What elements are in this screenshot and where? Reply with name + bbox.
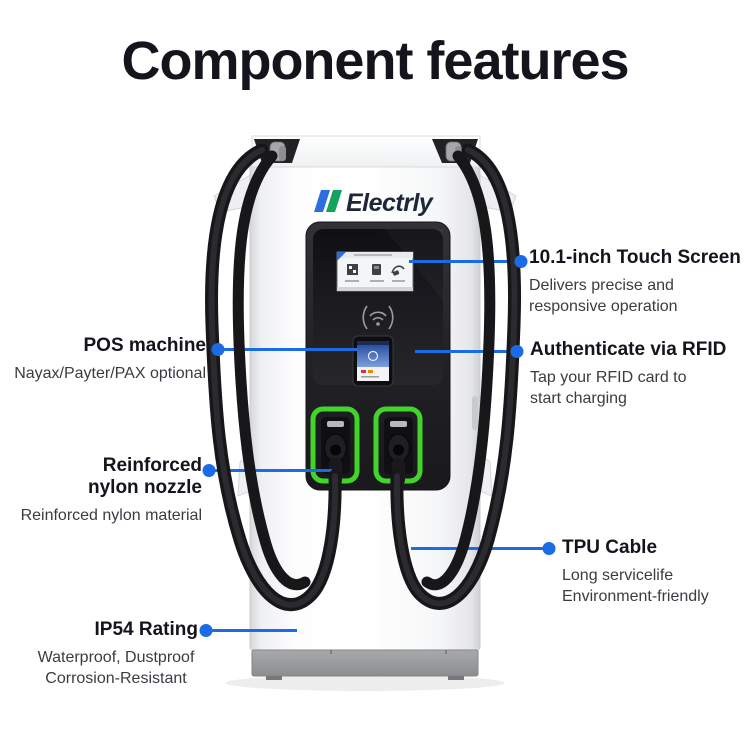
touch-screen[interactable] (336, 251, 414, 292)
screen-bottom-bar (337, 287, 413, 291)
desc-line: Reinforced nylon material (20, 507, 202, 524)
pos-machine[interactable] (352, 335, 394, 387)
charging-cables[interactable] (205, 143, 522, 612)
desc-line: Environment-friendly (562, 588, 709, 605)
screen-title-text (354, 254, 392, 256)
brand-logo: Electrly (314, 189, 434, 217)
desc-line: Long servicelife (562, 567, 674, 584)
callout-touch-screen-desc: Delivers precise and responsive operatio… (529, 275, 749, 317)
callout-pos-machine: POS machine Nayax/Payter/PAX optional (8, 335, 206, 384)
pedestal-base (251, 649, 479, 677)
holstered-gun-left-grip (279, 146, 286, 161)
rfid-tap-icon[interactable] (391, 265, 405, 274)
desc-line: Tap your RFID card to (530, 369, 687, 386)
callout-tpu-cable-desc: Long servicelife Environment-friendly (562, 565, 748, 607)
socket-latch-right (390, 421, 407, 427)
desc-line: responsive operation (529, 298, 678, 315)
callout-nozzle-title: Reinforced nylon nozzle (8, 455, 202, 499)
nozzle-bore-left (330, 444, 341, 456)
callout-touch-screen: 10.1-inch Touch Screen Delivers precise … (529, 247, 749, 317)
charging-cable-left-inner[interactable] (232, 150, 311, 591)
rfid-tap-card (392, 270, 400, 276)
screen-logo-corner (337, 252, 346, 261)
title-line: nylon nozzle (88, 477, 202, 498)
callout-touch-screen-title: 10.1-inch Touch Screen (529, 247, 741, 268)
dot-nozzle (202, 464, 216, 477)
callout-rfid: Authenticate via RFID Tap your RFID card… (530, 339, 748, 409)
pos-graphic-globe (367, 350, 379, 362)
base-foot-left (266, 676, 282, 680)
base-foot-right (448, 676, 464, 680)
card-reader-icon[interactable] (372, 264, 381, 275)
contactless-wave-icon[interactable] (362, 305, 394, 330)
title-line: Reinforced (102, 455, 202, 476)
callout-rfid-title: Authenticate via RFID (530, 339, 727, 360)
contactless-arc-inner (372, 316, 384, 321)
charging-cable-right-inner[interactable] (421, 150, 496, 591)
desc-line: Corrosion-Resistant (45, 670, 187, 687)
contactless-paren-right (388, 305, 394, 330)
callout-nozzle: Reinforced nylon nozzle Reinforced nylon… (8, 455, 202, 526)
logo-slash-blue (314, 190, 330, 212)
screen-caption (345, 280, 359, 282)
dot-rfid (510, 345, 524, 358)
card-reader-screen (374, 266, 379, 269)
socket-latch-left (327, 421, 344, 427)
callout-tpu-cable-title: TPU Cable (562, 537, 658, 558)
desc-line: Delivers precise and (529, 277, 674, 294)
desc-line: start charging (530, 390, 627, 407)
card-logo-orange (368, 370, 373, 373)
card-logo-red (361, 370, 366, 373)
contactless-dot (376, 322, 380, 326)
dot-ip54 (199, 624, 213, 637)
brand-logo-text: Electrly (346, 189, 434, 217)
callout-rfid-desc: Tap your RFID card to start charging (530, 367, 748, 409)
side-lock-slot (472, 396, 478, 430)
callout-dots (199, 255, 556, 637)
callout-ip54-title: IP54 Rating (94, 619, 198, 640)
callout-ip54-desc: Waterproof, Dustproof Corrosion-Resistan… (34, 647, 198, 689)
desc-line: Waterproof, Dustproof (37, 649, 195, 666)
pos-caption (361, 376, 379, 378)
qr-code-cell (349, 266, 352, 269)
callout-tpu-cable: TPU Cable Long servicelife Environment-f… (562, 537, 748, 607)
qr-code-cell (353, 270, 356, 273)
contactless-arc-outer (369, 311, 387, 317)
contactless-paren-left (362, 305, 368, 330)
callout-pos-machine-desc: Nayax/Payter/PAX optional (8, 363, 206, 384)
pos-graphic (357, 345, 389, 367)
dot-pos-machine (211, 343, 225, 356)
qr-code-icon[interactable] (347, 264, 358, 275)
dot-tpu-cable (542, 542, 556, 555)
base-notch (330, 650, 332, 654)
page-title: Component features (121, 31, 629, 91)
callout-pos-machine-title: POS machine (83, 335, 207, 356)
callout-nozzle-desc: Reinforced nylon material (8, 505, 202, 526)
screen-caption (392, 280, 405, 282)
logo-slash-green (326, 190, 342, 212)
charging-cable-left-outer-highlight (208, 147, 339, 608)
screen-caption (370, 280, 384, 282)
floor-shadow (225, 675, 505, 691)
callout-ip54: IP54 Rating Waterproof, Dustproof Corros… (8, 619, 198, 689)
pos-header (357, 341, 389, 345)
desc-line: Nayax/Payter/PAX optional (14, 365, 206, 382)
nozzle-bore-right (393, 444, 404, 456)
charging-cable-right-outer-highlight (393, 147, 518, 607)
base-notch (445, 650, 447, 654)
dot-touch-screen (514, 255, 528, 268)
